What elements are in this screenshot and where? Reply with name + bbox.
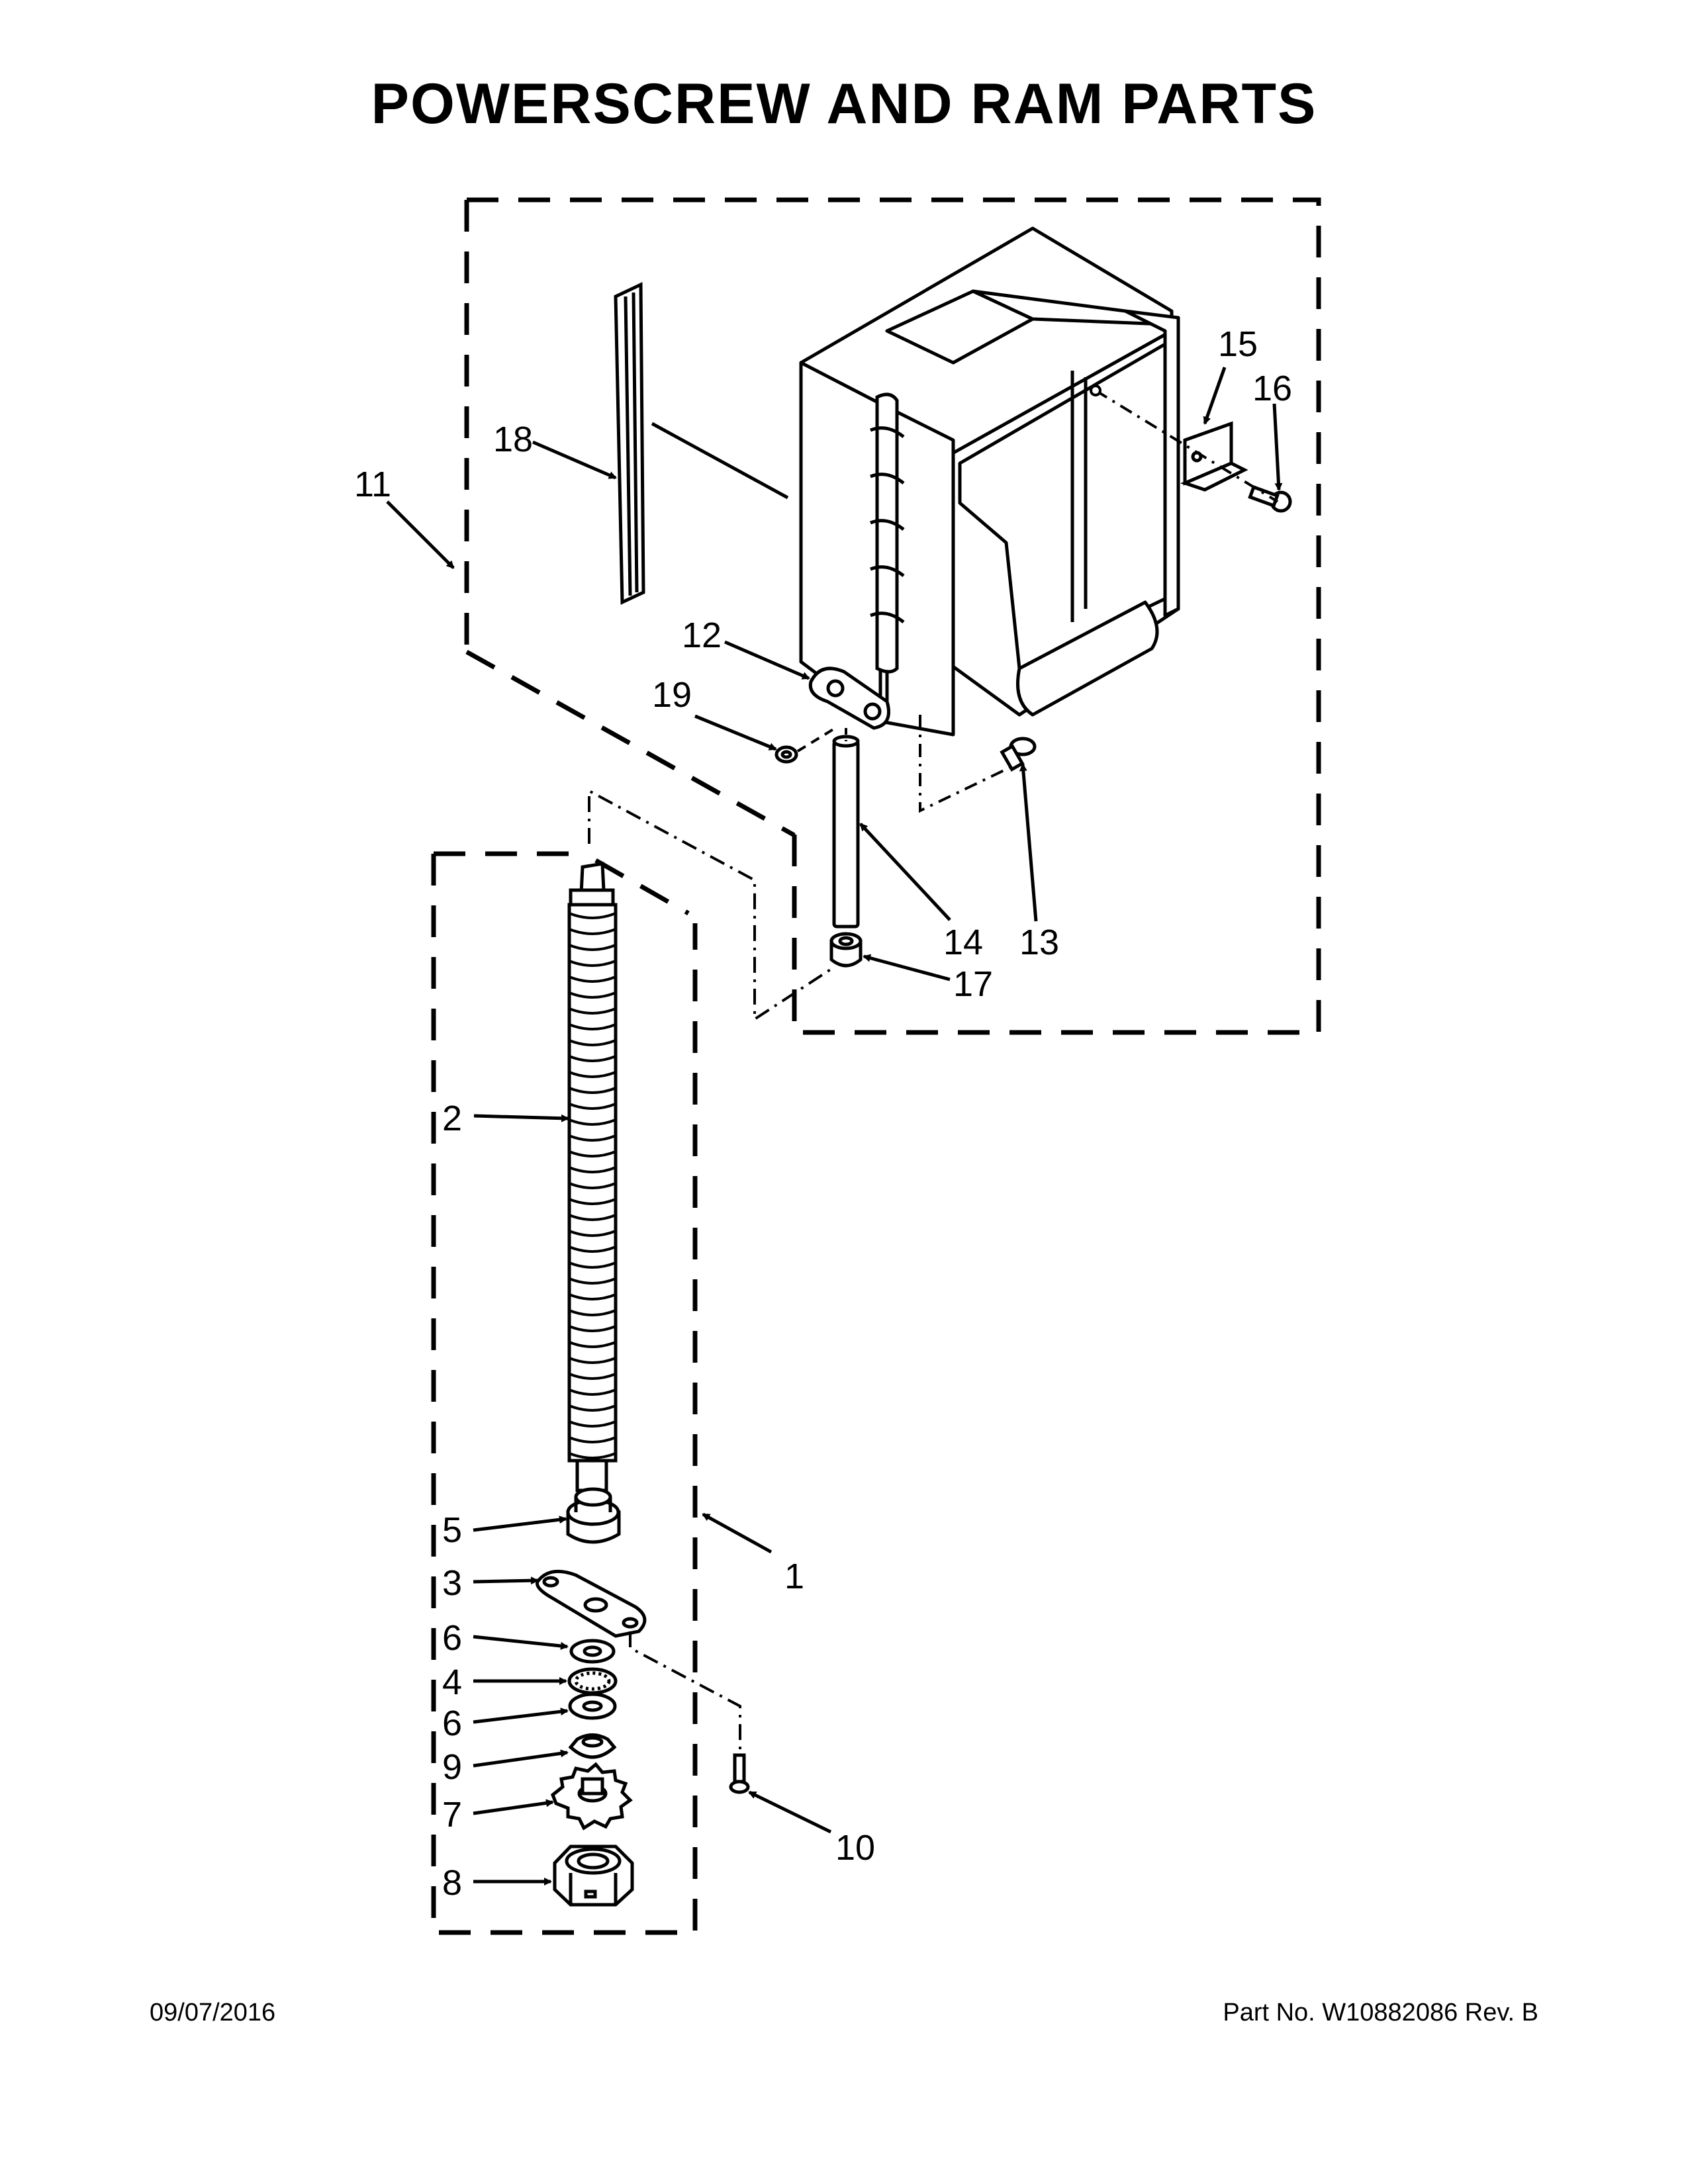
screw-thread [569, 991, 616, 999]
ram-assembly-boundary [464, 197, 1321, 1035]
callout-18: 18 [493, 420, 533, 459]
screw-thread [569, 1452, 616, 1459]
callout-12: 12 [682, 615, 722, 655]
screw-thread [569, 1118, 616, 1126]
screw-thread [569, 944, 616, 951]
screw-thread [569, 1182, 616, 1189]
seal-strip-leader [651, 422, 789, 500]
screw-thread [569, 1007, 616, 1015]
callout-17: 17 [953, 964, 993, 1004]
sprocket-part-7 [551, 1762, 633, 1831]
screw-thread [569, 1103, 616, 1110]
screw-thread [569, 976, 616, 983]
screw-thread [569, 1198, 616, 1205]
callout-7: 7 [442, 1795, 462, 1835]
screw-thread [569, 1166, 616, 1173]
screw-13-alignment-line [919, 715, 1010, 813]
callout-6-upper: 6 [442, 1618, 462, 1658]
ram-housing [799, 226, 1180, 737]
powerscrew-part-2 [567, 862, 618, 1492]
washer-part-6-lower [568, 1692, 617, 1720]
callout-11: 11 [354, 465, 391, 504]
callout-19: 19 [652, 675, 692, 715]
screw-thread [569, 960, 616, 967]
mounting-plate-part-3 [536, 1569, 647, 1638]
screw-thread [569, 1230, 616, 1237]
screw-thread [569, 1325, 616, 1332]
screw-part-13 [1000, 737, 1037, 772]
callout-leaders [386, 367, 1283, 1886]
nut-bushing-part-5 [566, 1487, 621, 1544]
callout-4: 4 [442, 1662, 462, 1702]
screw-thread [569, 1087, 616, 1094]
mounting-hole [1090, 385, 1102, 396]
screw-thread [569, 1373, 616, 1380]
callout-15: 15 [1218, 324, 1258, 364]
screw-thread [569, 1388, 616, 1396]
callout-labels: 1 2 3 4 5 6 6 7 8 9 10 11 12 13 14 15 16… [354, 324, 1292, 1903]
clip-part-19 [774, 745, 798, 764]
screw-thread [569, 1277, 616, 1285]
callout-9: 9 [442, 1747, 462, 1787]
callout-3: 3 [442, 1563, 462, 1603]
ram-guide-coil [870, 392, 905, 674]
callout-10: 10 [835, 1828, 875, 1868]
screw-thread [569, 1404, 616, 1412]
callout-1: 1 [784, 1557, 804, 1596]
bolt-part-16 [1248, 484, 1292, 513]
screw-thread [569, 912, 616, 919]
cup-washer-part-9 [568, 1733, 617, 1759]
seal-strip-part-18 [614, 282, 645, 605]
part-number: Part No. W10882086 Rev. B [1223, 1999, 1538, 2026]
screw-10-alignment-line [629, 1631, 741, 1752]
bracket-part-15 [1180, 421, 1248, 492]
callout-5: 5 [442, 1510, 462, 1550]
screw-thread [569, 1246, 616, 1253]
callout-13: 13 [1019, 923, 1059, 962]
link-bracket-part-12 [808, 666, 890, 730]
screw-part-10 [729, 1753, 750, 1794]
screw-thread [569, 1420, 616, 1428]
hex-nut-part-8 [553, 1844, 634, 1907]
screw-thread [569, 1261, 616, 1269]
powerscrew-to-ram-alignment-line [588, 788, 837, 1022]
pin-part-14 [832, 735, 860, 929]
screw-thread [569, 1357, 616, 1364]
screw-thread [569, 1436, 616, 1443]
screw-thread [569, 1023, 616, 1030]
washer-part-6-upper [569, 1639, 616, 1664]
screw-thread [569, 1309, 616, 1316]
bolt-16-alignment-line [1094, 389, 1279, 503]
powerscrew-assembly-boundary [431, 851, 698, 1935]
screw-thread [569, 1071, 616, 1078]
page-title: POWERSCREW AND RAM PARTS [371, 72, 1317, 136]
screw-thread [569, 1341, 616, 1348]
callout-8: 8 [442, 1863, 462, 1903]
revision-date: 09/07/2016 [150, 1999, 276, 2026]
callout-14: 14 [943, 923, 983, 962]
callout-16: 16 [1252, 369, 1292, 408]
screw-thread [569, 1293, 616, 1300]
thrust-bearing-part-4 [567, 1667, 618, 1695]
screw-thread [569, 1039, 616, 1046]
callout-2: 2 [442, 1099, 462, 1138]
callout-6-lower: 6 [442, 1704, 462, 1743]
screw-thread [569, 928, 616, 935]
screw-thread [569, 1055, 616, 1062]
screw-thread [569, 1150, 616, 1158]
screw-thread [569, 1134, 616, 1142]
clip-alignment-line [796, 727, 837, 752]
screw-thread [569, 1214, 616, 1221]
bushing-part-17 [829, 932, 863, 968]
